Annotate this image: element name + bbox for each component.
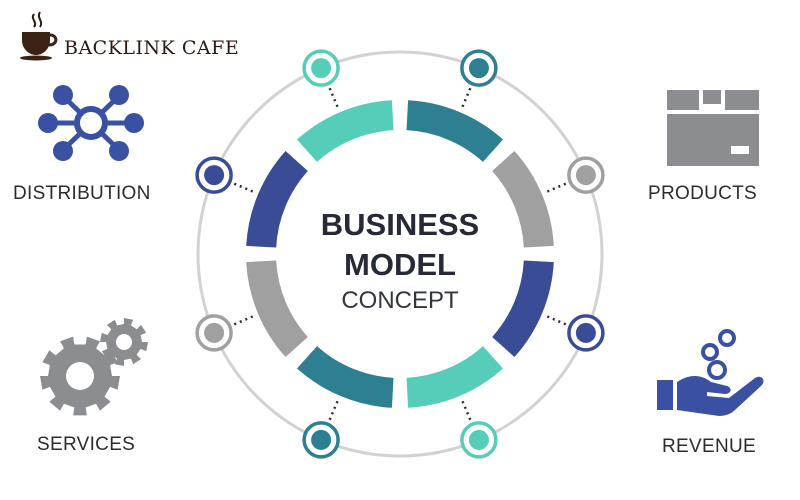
ring-segment <box>246 260 309 358</box>
gear-hole <box>116 334 132 350</box>
services-label: SERVICES <box>37 434 136 455</box>
revenue-label: REVENUE <box>662 436 756 457</box>
ring-node-core <box>468 429 489 450</box>
ring-node-core <box>311 58 332 79</box>
ring-segment <box>406 100 504 163</box>
ring-segment <box>491 150 554 248</box>
ring-node-core <box>468 58 489 79</box>
center-title-line3: CONCEPT <box>341 287 459 314</box>
coffee-cup-icon <box>20 11 58 61</box>
ring-node-core <box>311 429 332 450</box>
ring-segment <box>296 100 394 163</box>
ring-node-core <box>204 165 225 186</box>
ring-segment <box>406 345 504 408</box>
ring-node-core <box>204 322 225 343</box>
network-hub-icon <box>38 85 144 161</box>
distribution-label: DISTRIBUTION <box>13 183 151 204</box>
brand-name: BACKLINK CAFE <box>64 37 240 59</box>
ring-segment <box>246 150 309 248</box>
hand-coins-icon <box>657 329 764 416</box>
outer-ring <box>196 50 604 458</box>
ring-segment <box>296 345 394 408</box>
ring-node-core <box>575 322 596 343</box>
products-label: PRODUCTS <box>648 183 758 204</box>
package-box-icon <box>667 90 759 166</box>
ring-segment <box>491 260 554 358</box>
gear-hole <box>66 362 94 390</box>
center-title-line1: BUSINESS <box>320 207 480 242</box>
ring-node-core <box>575 165 596 186</box>
brand-logo: BACKLINK CAFE <box>18 10 239 62</box>
center-title-line2: MODEL <box>344 247 456 282</box>
gears-icon <box>40 318 148 416</box>
